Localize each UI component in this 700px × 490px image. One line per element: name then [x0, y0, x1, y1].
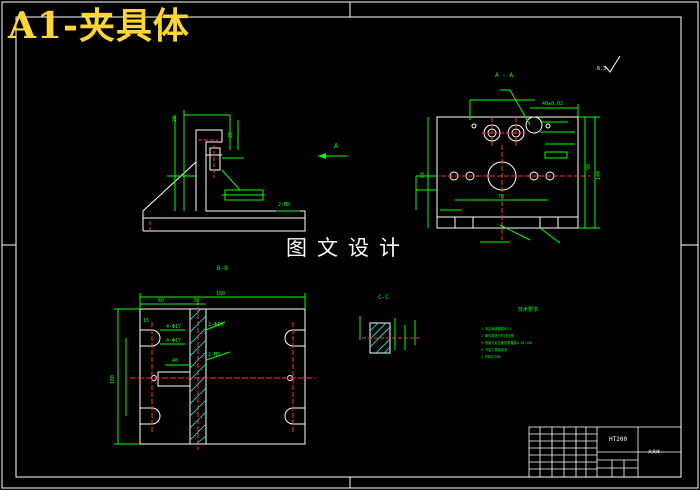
roughness-symbol: 6.3: [597, 55, 621, 73]
aa-dim-right-1: 140: [596, 171, 602, 180]
svg-text:1.未注铸造圆角R3~5: 1.未注铸造圆角R3~5: [481, 326, 512, 331]
aa-dim-right-2: 90: [586, 164, 592, 170]
side-dim-1: 30: [172, 116, 178, 122]
title-block: [528, 426, 682, 478]
side-dim-2: 20: [228, 132, 234, 138]
bb-dim-side-3: 4-Φ17: [166, 338, 181, 344]
bb-dim-mid-3: 40: [172, 358, 178, 364]
view-a-indicator: A: [318, 142, 348, 159]
svg-text:4.不加工表面涂漆: 4.不加工表面涂漆: [481, 347, 508, 352]
side-dim-3: 2-M8: [278, 202, 290, 208]
bb-dim-overall: 180: [216, 291, 225, 297]
bb-dim-side-2: 4-Φ17: [166, 324, 181, 330]
svg-text:6.3: 6.3: [597, 66, 606, 72]
aa-dim-left: 80: [420, 172, 426, 178]
aa-dim-top: 40±0.02: [542, 101, 563, 107]
watermark-text: 图文设计: [286, 236, 410, 260]
title-block-material: HT200: [609, 436, 627, 443]
aa-dim-bottom: 70: [498, 194, 504, 200]
svg-text:3.底面与定位面的垂直度0.02/100: 3.底面与定位面的垂直度0.02/100: [481, 340, 532, 345]
bb-dim-mid-1: 2-Φ10: [208, 322, 223, 328]
svg-text:5.材料HT200: 5.材料HT200: [481, 354, 501, 359]
side-view: [142, 110, 306, 232]
technical-requirements: 技术要求 1.未注铸造圆角R3~5 2.铸件需进行时效处理 3.底面与定位面的垂…: [481, 306, 538, 359]
cc-view: [359, 316, 420, 354]
section-aa-label: A - A: [495, 72, 513, 79]
bb-view: [114, 293, 315, 450]
sheet-inner-border: [15, 16, 682, 478]
section-cc-label: C-C: [378, 294, 389, 301]
bb-dim-side-1: 15: [143, 318, 149, 324]
overlay-title: A1-夹具体: [8, 5, 190, 47]
bb-dim-mid-2: 2-M8: [208, 352, 220, 358]
bb-dim-left: 60: [158, 298, 164, 304]
aa-view: [415, 89, 600, 244]
svg-text:技术要求: 技术要求: [518, 306, 538, 313]
bb-dim-height: 100: [110, 375, 116, 384]
svg-text:A: A: [334, 142, 339, 150]
svg-text:2.铸件需进行时效处理: 2.铸件需进行时效处理: [481, 333, 514, 338]
title-block-stamp: 夹具体: [648, 448, 660, 454]
section-bb-label: B-B: [217, 265, 228, 272]
bb-dim-mid: 30: [193, 298, 199, 304]
